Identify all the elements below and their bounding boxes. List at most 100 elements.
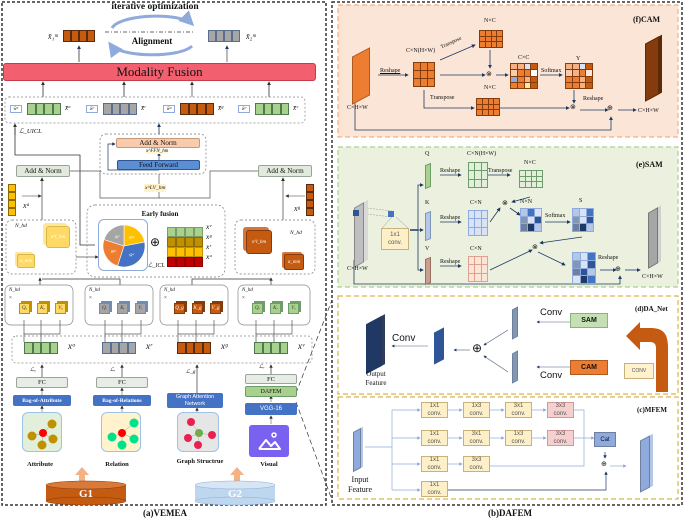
sam-k-feature: [425, 210, 431, 242]
g2-cylinder-icon: [194, 480, 276, 506]
danet-cam-feature: [512, 350, 518, 384]
weight-box: w̄ʳ: [86, 105, 98, 113]
sam-matmul1-icon: ⊗: [502, 199, 508, 207]
dafem-panel-border: [331, 1, 683, 506]
x2m-label: x̄₂ᵐ: [246, 32, 256, 41]
danet-conv-bottom-label: Conv: [540, 370, 563, 381]
danet-sam-block: SAM: [570, 313, 608, 328]
pie-slice: [103, 224, 125, 247]
sam-s-label: S: [579, 198, 583, 204]
xg-side-label: xᵍ: [294, 204, 300, 213]
qkv-k-block: Kₐ: [37, 303, 48, 314]
modality-label: Attribute: [27, 461, 53, 468]
weight-pie-chart: w̄ᵍw̄ᵛw̄ᵃw̄ʳ: [102, 224, 146, 268]
sam-output-feature: [648, 207, 658, 269]
danet-output-feature: [366, 315, 382, 375]
pie-slice: [117, 241, 146, 268]
cam-matmul2-icon: ⊗: [570, 103, 576, 111]
pie-slice-label: w̄ᵛ: [129, 253, 135, 259]
danet-conv-out-label: Conv: [392, 333, 416, 344]
cam-output-feature: [645, 36, 659, 102]
fusion-stack-row: [167, 227, 203, 237]
sam-title: (e)SAM: [636, 160, 663, 169]
sam-softmax-label: Softmax: [545, 213, 566, 219]
modality-loss-label: ℒᵥ: [259, 364, 265, 370]
danet-panel-bg: [337, 295, 679, 395]
modality-fusion-block: Modality Fusion: [3, 63, 316, 81]
sam-transpose-label: Transpose: [488, 168, 513, 174]
embedding-label: xᵛ: [298, 341, 305, 351]
dafem-caption: (b)DAFEM: [488, 508, 532, 518]
x1m-label: x̄₁ᵐ: [48, 32, 58, 41]
cam-input-feature: [352, 47, 370, 105]
mfem-input-feature: [353, 427, 361, 473]
qkv-q-block: Qₐ: [19, 303, 30, 314]
embedding-label: xᵍ: [221, 341, 228, 351]
cam-panel-bg: [337, 4, 679, 138]
cam-y-label: Y: [576, 56, 581, 62]
sam-reshape-q-label: Reshape: [440, 168, 461, 174]
sam-k-label: K: [425, 200, 430, 206]
cam-input-dim: C×H×W: [347, 105, 368, 111]
sam-out-matrix: [572, 252, 596, 284]
cam-transpose-bottom-label: Transpose: [430, 95, 455, 101]
qkv-times-label: ×: [164, 296, 167, 301]
pie-slice: [102, 239, 125, 267]
danet-cam-block: CAM: [570, 360, 608, 375]
embedding-label: xʳ: [146, 341, 152, 351]
xa-side-label: xᵃ: [23, 201, 30, 210]
fc-layer-attr: FC: [16, 377, 68, 388]
sam-v-matrix: [468, 256, 488, 282]
qkv-nhd-label: N_hd: [242, 288, 253, 293]
oplus-icon: ⊕: [150, 235, 161, 249]
right-xhm-block: x^l_hm: [246, 230, 272, 254]
qkv-k-block: Kᵥ: [270, 303, 281, 314]
embedding-vector: [177, 342, 211, 354]
cam-nc-bottom-label: N×C: [484, 85, 496, 91]
modality-loss-label: ℒᵣ: [110, 367, 116, 373]
x-ffn-label: x^FFN_hm: [146, 149, 169, 154]
modality-label: Graph Structrue: [176, 458, 224, 465]
feed-forward-block: Feed Forward: [117, 160, 200, 170]
mfem-input-label: Input Feature: [348, 475, 372, 494]
sam-reshape2-label: Reshape: [598, 255, 619, 261]
sam-panel-bg: [337, 146, 679, 288]
curved-arrow-icon: [626, 322, 668, 392]
fusion-stack-label: xᵍ: [206, 232, 212, 241]
x1m-vector: [63, 30, 95, 42]
sam-cn-k-label: C×N: [470, 200, 482, 206]
modality-label: Relation: [105, 461, 129, 468]
right-add-norm: Add & Norm: [258, 165, 312, 177]
graph-structure-icon: [177, 412, 219, 452]
cam-reshape2-label: Reshape: [583, 96, 604, 102]
sam-conv-patch: [388, 211, 394, 217]
sam-matmul2-icon: ⊗: [532, 243, 538, 251]
modality-label: Visual: [260, 461, 278, 468]
vemea-panel-border: [1, 1, 327, 506]
weight-box: w̄ᵃ: [10, 105, 22, 113]
fusion-stack-label: xʳ: [206, 242, 211, 251]
qkv-k-block: K_g: [192, 303, 203, 314]
modality-loss-label: ℒₐ: [30, 367, 36, 373]
embedding-label: xᵃ: [68, 341, 76, 351]
sam-cnhw-label: C×N(H×W): [467, 151, 497, 157]
sam-input-patch: [353, 210, 359, 216]
cam-cc-matrix: [510, 63, 538, 89]
qkv-k-block: Kᵣ: [117, 303, 128, 314]
embedding-vector: [102, 342, 136, 354]
right-nhd-label: N_hd: [290, 230, 302, 236]
g1-label: G1: [78, 488, 94, 500]
dafem-block: DAFEM: [245, 386, 297, 397]
danet-sum-icon: ⊕: [472, 341, 483, 355]
cam-output-dim: C×H×W: [638, 108, 659, 114]
left-add-norm: Add & Norm: [16, 165, 70, 177]
weight-box: w̄ᵍ: [163, 105, 175, 113]
vemea-caption: (a)VEMEA: [143, 508, 187, 518]
